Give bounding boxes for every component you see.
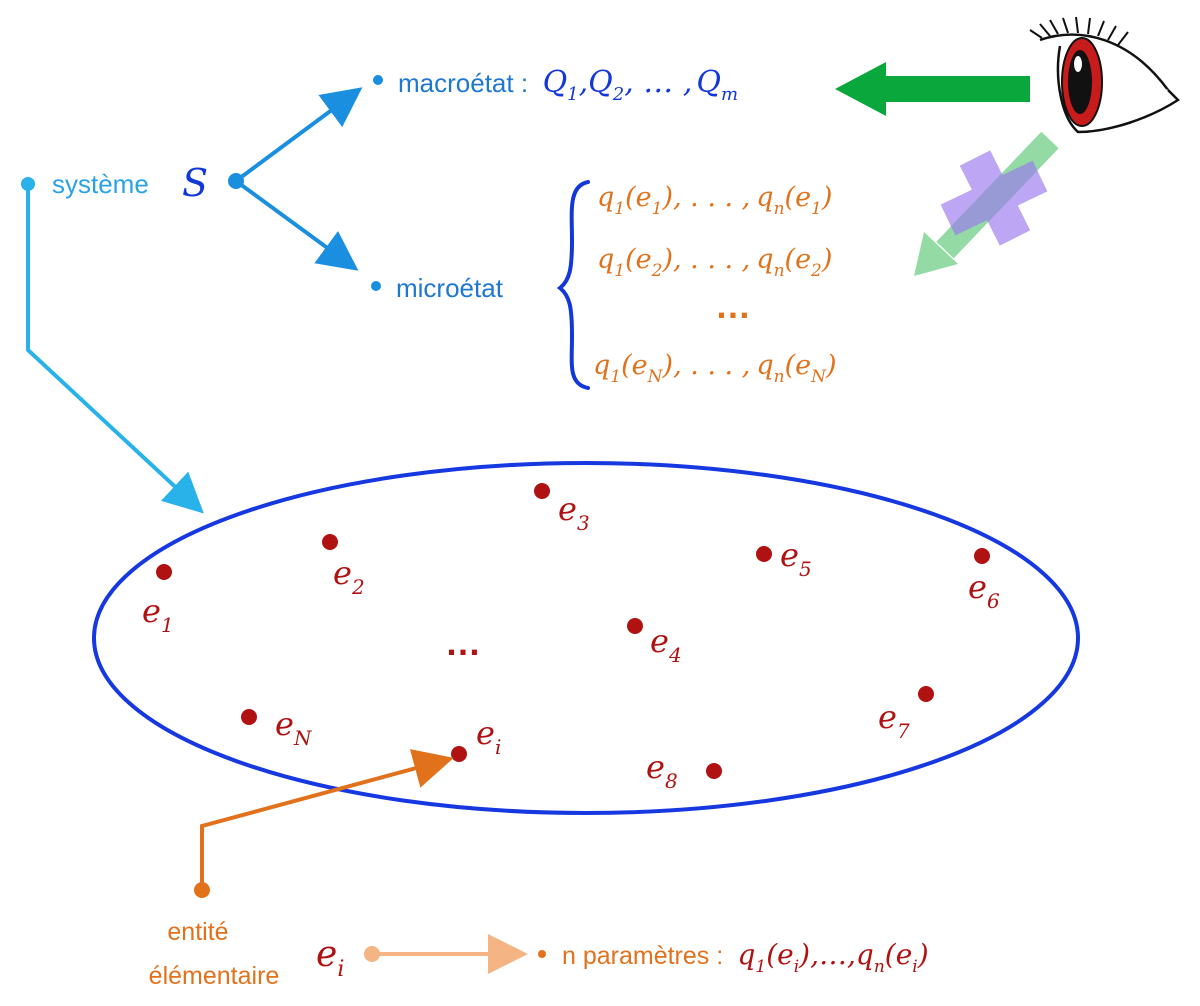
bottom-entity: ei: [316, 934, 344, 982]
macro-q1: Q: [543, 65, 568, 100]
entity-e4: e4: [627, 618, 682, 667]
entity-label-line1: entité: [167, 918, 228, 946]
macro-qm: Q: [696, 65, 721, 100]
svg-text:e1: e1: [142, 592, 174, 637]
green-arrow: [835, 62, 1030, 116]
eye-icon: [1029, 16, 1180, 134]
entity-e8: e8: [646, 748, 722, 793]
micro-ellipsis: …: [715, 285, 751, 326]
system-symbol: S: [182, 161, 208, 205]
entity-e1: e1: [142, 564, 174, 637]
macro-q2: Q: [588, 65, 613, 100]
micro-row-N: q1(eN), . . . ,qn(eN): [593, 350, 837, 387]
svg-text:e7: e7: [878, 698, 910, 743]
macro-dot: [373, 75, 383, 85]
params-dot: [538, 950, 546, 958]
cross-icon: [940, 150, 1048, 246]
macro-qm-sub: m: [721, 84, 738, 105]
micro-row-2: q1(e2), . . . ,qn(e2): [597, 244, 832, 281]
entity-e3: e3: [534, 483, 590, 535]
params-line: n paramètres : q1(ei),…,qn(ei): [562, 938, 929, 977]
arrow-to-micro: [234, 179, 359, 271]
micro-brace: [556, 180, 590, 390]
macro-label: macroétat :: [398, 68, 528, 98]
entity-e5: e5: [756, 536, 812, 581]
svg-text:e2: e2: [333, 554, 365, 599]
svg-text:e4: e4: [650, 622, 682, 667]
entity-e2: e2: [322, 534, 365, 599]
micro-dot: [371, 281, 381, 291]
micro-label: microétat: [396, 273, 504, 303]
micro-row-1: q1(e1), . . . ,qn(e1): [597, 182, 832, 219]
svg-text:e3: e3: [558, 490, 590, 535]
system-label: système: [52, 169, 149, 199]
set-ellipsis: …: [445, 622, 481, 663]
entity-ei: ei: [451, 714, 501, 762]
svg-text:e8: e8: [646, 748, 678, 793]
entity-e7: e7: [878, 686, 934, 743]
arrow-to-macro: [234, 87, 363, 183]
svg-text:e5: e5: [780, 536, 812, 581]
params-label: n paramètres :: [562, 942, 723, 970]
macro-dots: , … ,: [624, 65, 692, 100]
entity-eN: eN: [241, 705, 313, 750]
arrow-to-set: [26, 184, 204, 514]
svg-text:ei: ei: [476, 714, 501, 759]
svg-text:eN: eN: [275, 705, 313, 750]
entity-e6: e6: [968, 548, 1000, 613]
entity-label-line2: élémentaire: [149, 962, 280, 990]
entity-pointer-dot: [194, 882, 210, 898]
macro-q1-sub: 1: [567, 84, 578, 105]
system-set-ellipse: [92, 461, 1080, 815]
macro-comma: ,: [579, 65, 589, 100]
svg-text:e6: e6: [968, 568, 1000, 613]
macro-line: macroétat : Q1,Q2, … ,Qm: [398, 65, 738, 105]
macro-q2-sub: 2: [612, 84, 624, 105]
arrow-to-entity: [200, 749, 454, 890]
